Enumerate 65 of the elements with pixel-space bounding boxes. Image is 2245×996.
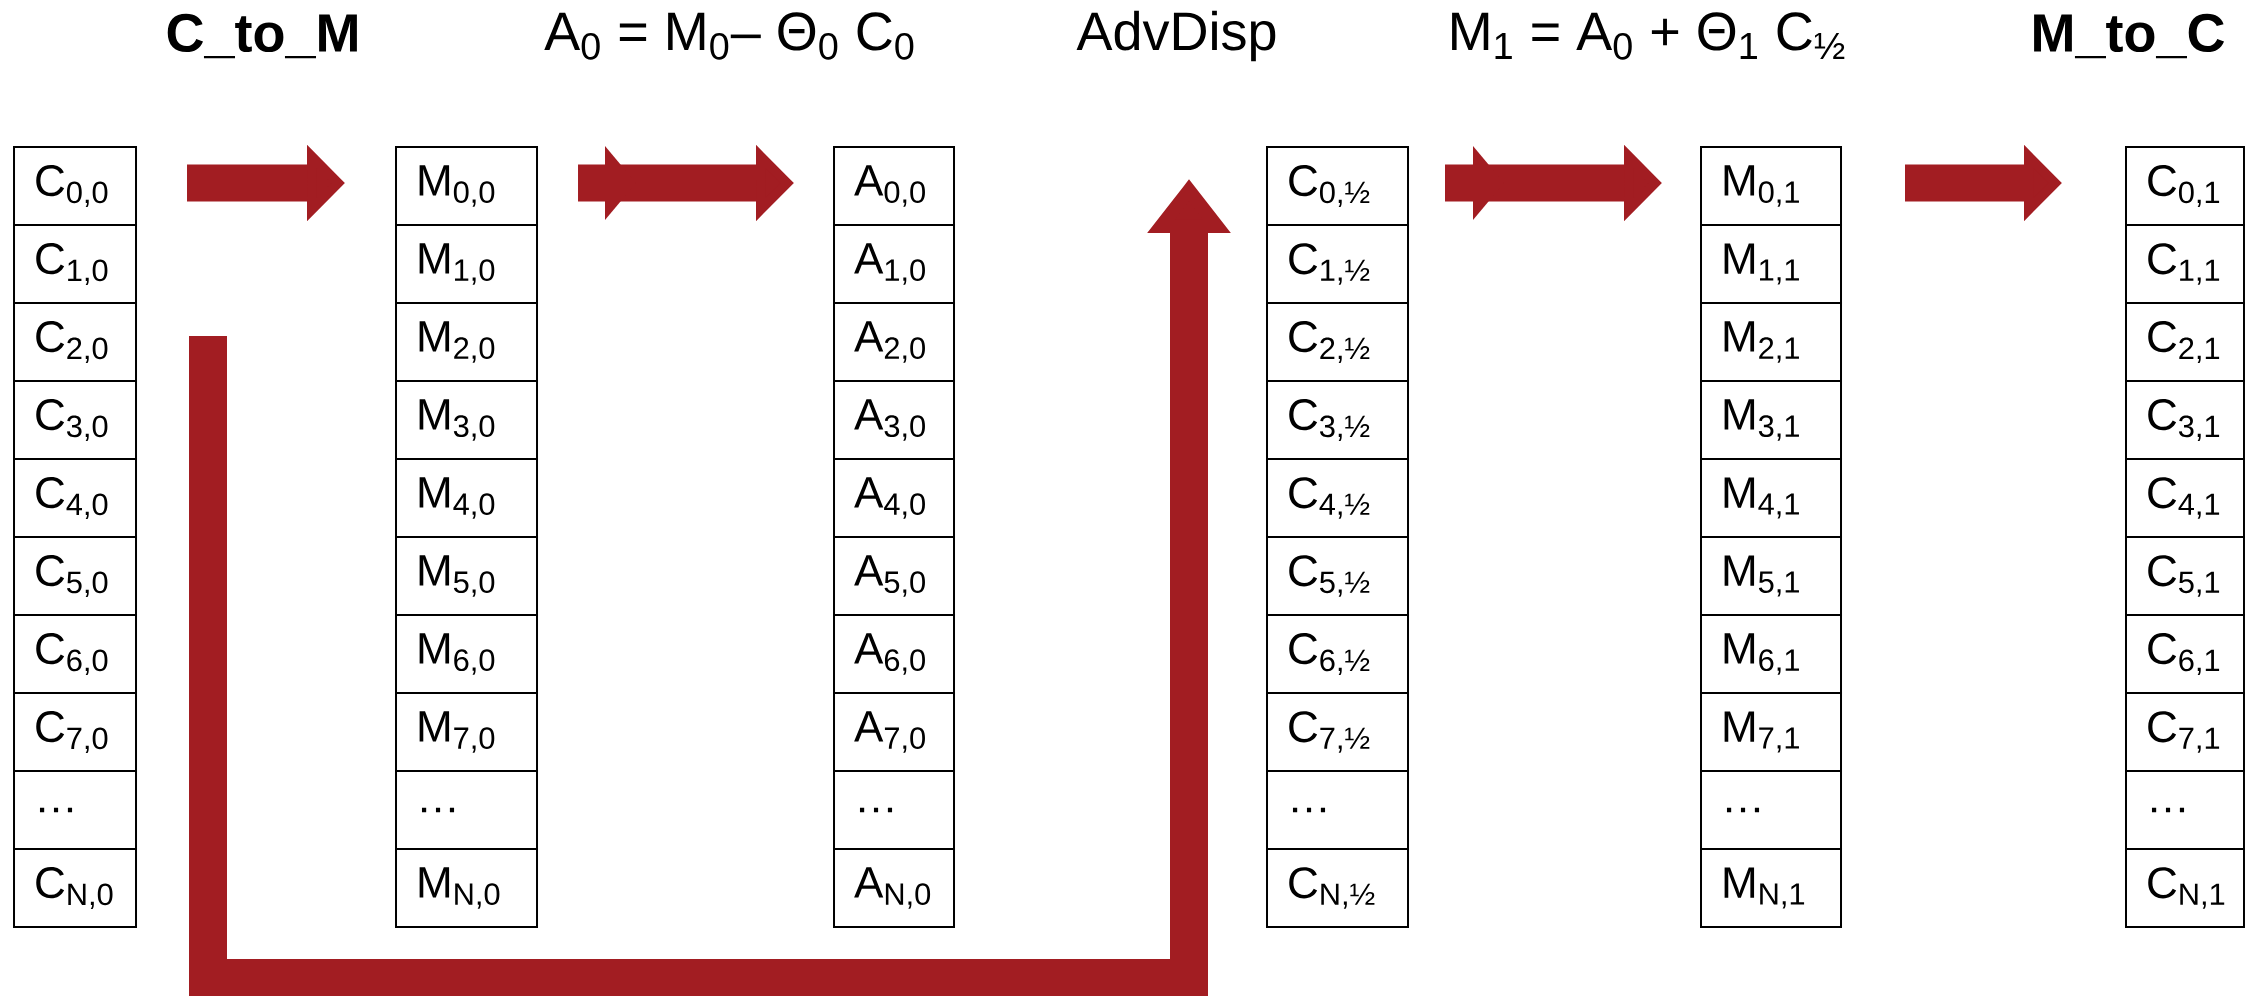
cell: A$_{0,0}$	[833, 146, 955, 226]
cell: C$_{4,½}$	[1266, 458, 1409, 538]
cell: C$_{4,0}$	[13, 458, 137, 538]
cell: C$_{5,1}$	[2125, 536, 2245, 616]
cell: C$_{1,1}$	[2125, 224, 2245, 304]
cell: A$_{6,0}$	[833, 614, 955, 694]
heading: C_to_M	[167, 13, 357, 59]
cell: M$_{4,0}$	[395, 458, 538, 538]
cell: A$_{4,0}$	[833, 458, 955, 538]
cell: C$_{7,0}$	[13, 692, 137, 772]
cell: M$_{1,0}$	[395, 224, 538, 304]
cell: C$_{N,½}$	[1266, 848, 1409, 928]
cell: C$_{2,½}$	[1266, 302, 1409, 382]
cell: M$_{2,0}$	[395, 302, 538, 382]
cell: M$_{5,1}$	[1700, 536, 1842, 616]
cell: C$_{N,0}$	[13, 848, 137, 928]
cell: A$_{3,0}$	[833, 380, 955, 460]
cell: C$_{5,0}$	[13, 536, 137, 616]
cell: M$_{3,0}$	[395, 380, 538, 460]
cell: C$_{3,1}$	[2125, 380, 2245, 460]
cell: …	[1266, 770, 1409, 850]
cell: …	[13, 770, 137, 850]
cell: …	[395, 770, 538, 850]
cell: C$_{3,½}$	[1266, 380, 1409, 460]
cell: C$_{2,1}$	[2125, 302, 2245, 382]
cell: C$_{3,0}$	[13, 380, 137, 460]
cell: M$_{N,0}$	[395, 848, 538, 928]
cell: M$_{0,0}$	[395, 146, 538, 226]
cell: M$_{0,1}$	[1700, 146, 1842, 226]
heading: M$_{1}$ = A$_{0}$ + Θ$_{1}$ C$_{½}$	[1452, 12, 1845, 60]
cell: M$_{2,1}$	[1700, 302, 1842, 382]
cell: C$_{4,1}$	[2125, 458, 2245, 538]
cell: C$_{1,½}$	[1266, 224, 1409, 304]
cell: M$_{4,1}$	[1700, 458, 1842, 538]
cell: C$_{6,0}$	[13, 614, 137, 694]
cell: C$_{0,1}$	[2125, 146, 2245, 226]
cell: M$_{N,1}$	[1700, 848, 1842, 928]
cell: A$_{N,0}$	[833, 848, 955, 928]
cell: C$_{N,1}$	[2125, 848, 2245, 928]
cell: …	[2125, 770, 2245, 850]
cell: C$_{5,½}$	[1266, 536, 1409, 616]
cell: M$_{5,0}$	[395, 536, 538, 616]
cell: M$_{6,1}$	[1700, 614, 1842, 694]
cell: A$_{5,0}$	[833, 536, 955, 616]
heading: A$_{0}$ = M$_{0}$– Θ$_{0}$ C$_{0}$	[544, 12, 914, 60]
cell: …	[1700, 770, 1842, 850]
cell: A$_{1,0}$	[833, 224, 955, 304]
cell: A$_{2,0}$	[833, 302, 955, 382]
heading: AdvDisp	[1076, 10, 1276, 62]
cell: C$_{1,0}$	[13, 224, 137, 304]
cell: C$_{7,½}$	[1266, 692, 1409, 772]
heading: M_to_C	[2034, 13, 2224, 59]
cell: M$_{1,1}$	[1700, 224, 1842, 304]
cell: M$_{3,1}$	[1700, 380, 1842, 460]
cell: C$_{6,½}$	[1266, 614, 1409, 694]
cell: C$_{7,1}$	[2125, 692, 2245, 772]
cell: C$_{6,1}$	[2125, 614, 2245, 694]
cell: C$_{0,0}$	[13, 146, 137, 226]
cell: …	[833, 770, 955, 850]
cell: C$_{2,0}$	[13, 302, 137, 382]
cell: M$_{7,1}$	[1700, 692, 1842, 772]
cell: M$_{7,0}$	[395, 692, 538, 772]
cell: A$_{7,0}$	[833, 692, 955, 772]
cell: M$_{6,0}$	[395, 614, 538, 694]
cell: C$_{0,½}$	[1266, 146, 1409, 226]
